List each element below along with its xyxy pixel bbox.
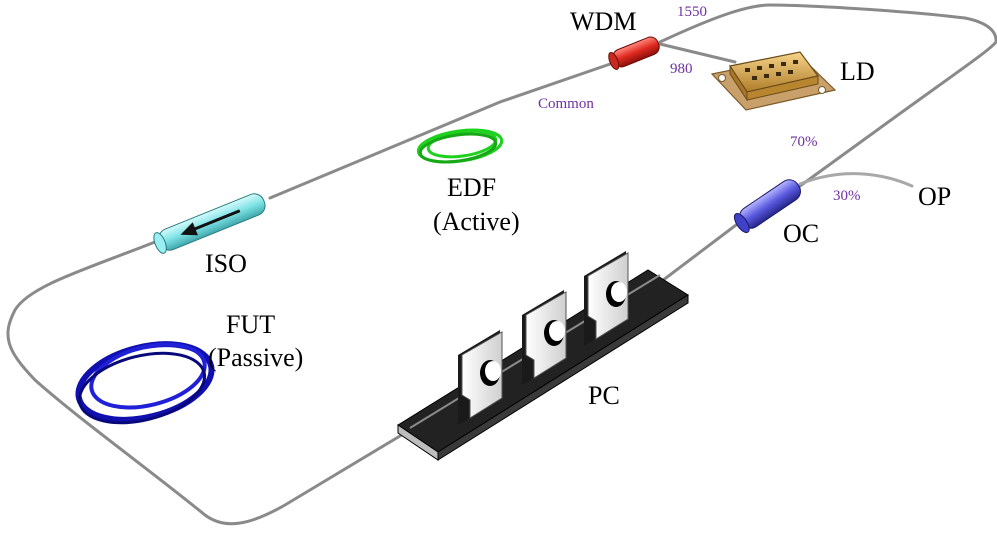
pc-label: PC — [588, 381, 620, 410]
arrow-left-icon — [180, 209, 241, 236]
port-980-label: 980 — [670, 61, 693, 77]
fut-sublabel: (Passive) — [208, 343, 303, 372]
fut-label: FUT — [226, 310, 275, 339]
laser-diode — [710, 51, 837, 111]
polarization-controller — [397, 251, 689, 461]
edf-sublabel: (Active) — [433, 207, 520, 236]
op-label: OP — [918, 182, 951, 211]
port-30-label: 30% — [833, 188, 861, 204]
iso-label: ISO — [205, 249, 247, 278]
port-common-label: Common — [538, 96, 594, 112]
port-1550-label: 1550 — [677, 4, 707, 20]
fiber-segment-oc-to-right — [798, 16, 997, 188]
fiber-segment-left-bottom — [33, 378, 412, 526]
oc-label: OC — [783, 219, 819, 248]
fiber-segment-wdm-to-ld — [658, 42, 737, 64]
port-70-label: 70% — [790, 134, 818, 150]
pc-paddle-1 — [458, 330, 503, 425]
fiber-segment-wdm-to-iso — [268, 60, 618, 200]
wdm-coupler — [608, 36, 660, 70]
ld-label: LD — [840, 57, 875, 86]
fiber-segment-iso-to-left-corner — [6, 238, 162, 382]
ld-pins — [745, 60, 798, 80]
pc-paddle-3 — [584, 251, 629, 346]
edf-label: EDF — [447, 173, 496, 202]
wdm-label: WDM — [570, 7, 636, 36]
fiber-segment-oc-output — [798, 172, 914, 188]
fiber-ring — [6, 3, 997, 526]
pc-paddle-2 — [522, 290, 567, 385]
output-coupler — [733, 179, 801, 234]
fiber-segment-top-right — [658, 3, 967, 44]
fiber-segment-pc-to-oc — [648, 220, 742, 292]
fut-coil — [75, 341, 215, 425]
labels: WDM 1550 980 Common LD 70% 30% OP OC EDF… — [205, 4, 951, 410]
edf-coil — [416, 128, 504, 164]
isolator — [153, 193, 266, 254]
